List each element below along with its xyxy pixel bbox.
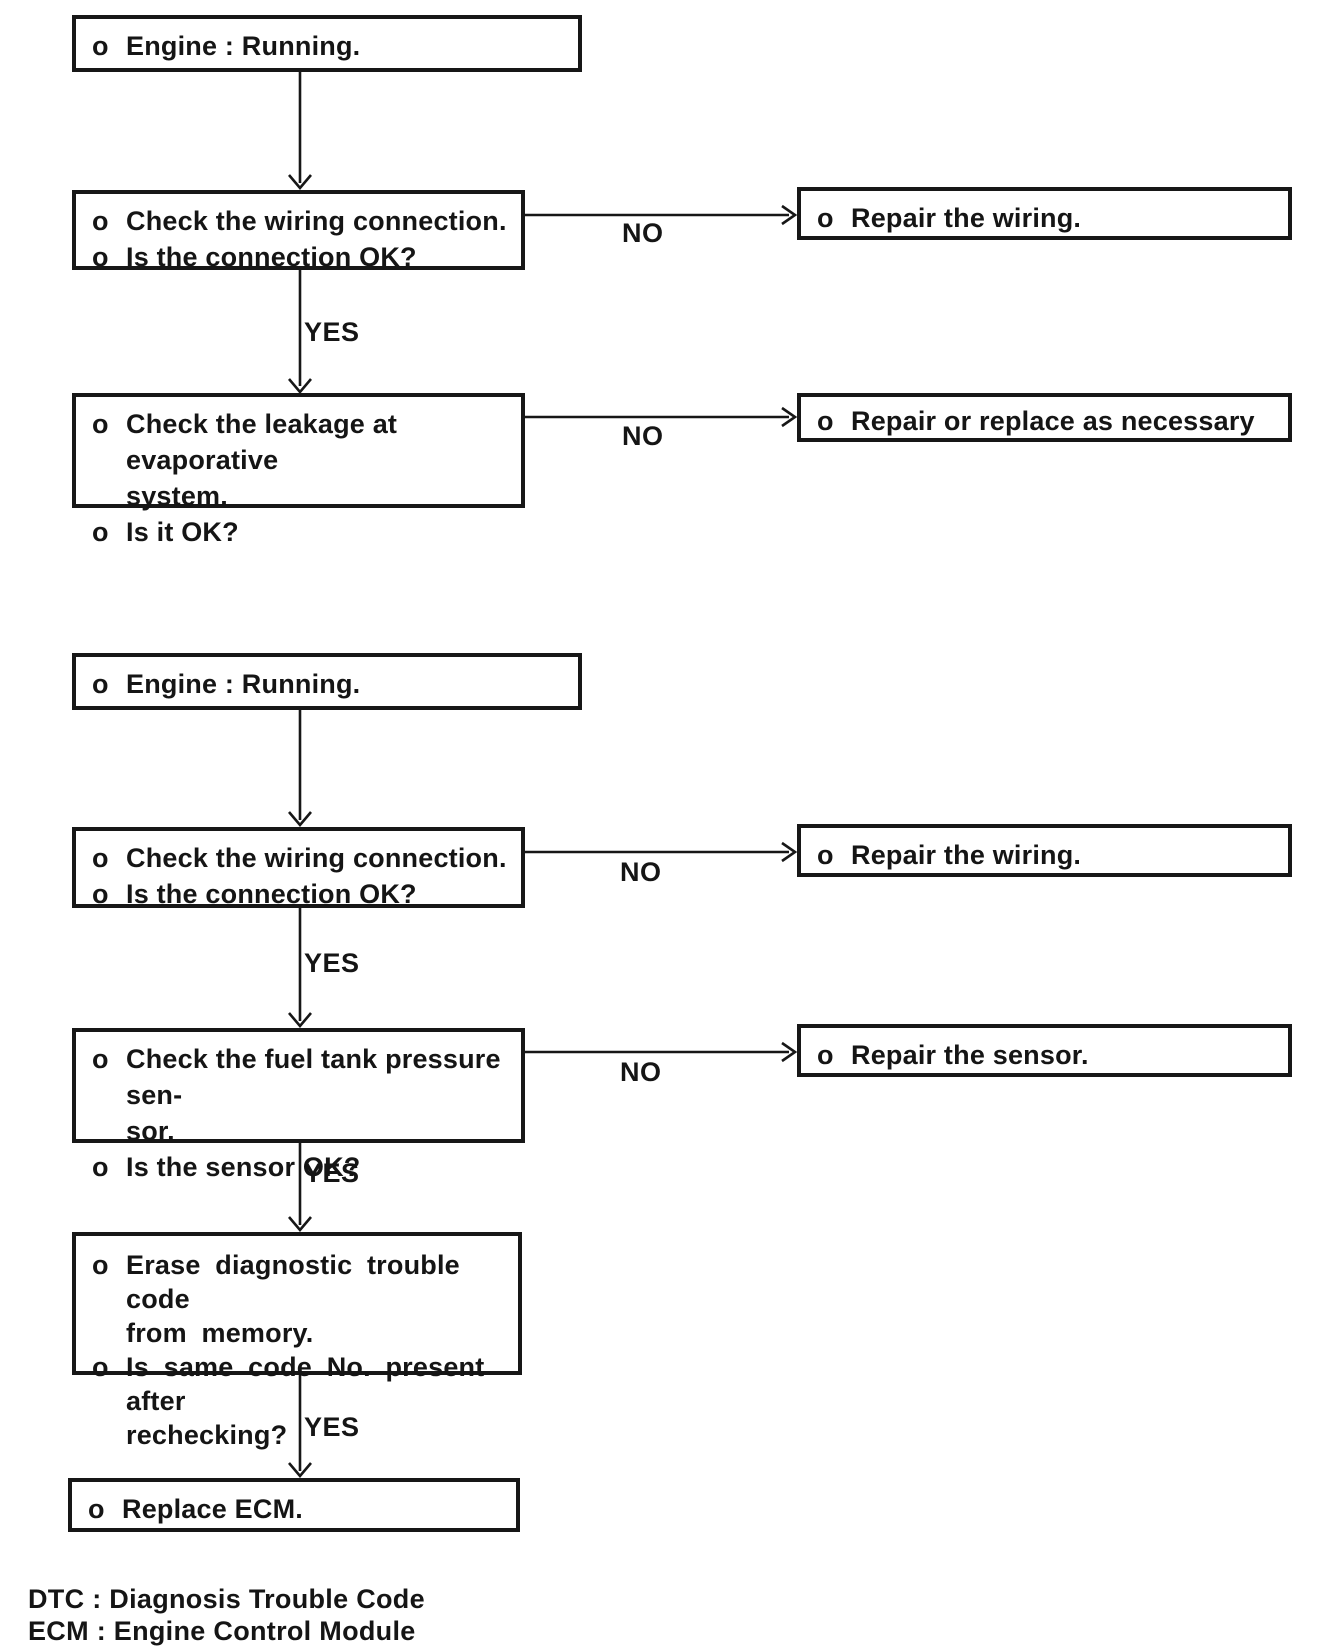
bullet: o	[92, 1352, 109, 1382]
bullet: o	[92, 1152, 109, 1182]
list-item: o Is the sensor OK?	[76, 1149, 513, 1185]
box-text: Repair the wiring.	[851, 203, 1082, 233]
connector-label-no: NO	[620, 857, 662, 887]
bullet: o	[817, 1040, 834, 1070]
list-item: o Repair the wiring.	[801, 837, 1280, 873]
box-text: Check the fuel tank pressure sen- sor.	[126, 1044, 501, 1146]
arrowhead-down-icon	[288, 1216, 312, 1233]
box-text: Engine : Running.	[126, 669, 361, 699]
list-item: o Check the leakage at evaporative syste…	[76, 406, 513, 514]
bullet: o	[817, 406, 834, 436]
connector-label-no: NO	[622, 421, 664, 451]
arrowhead-down-icon	[288, 174, 312, 191]
legend-dtc: DTC : Diagnosis Trouble Code	[28, 1584, 425, 1614]
box-text: Repair the sensor.	[851, 1040, 1089, 1070]
list-item: o Check the fuel tank pressure sen- sor.	[76, 1041, 513, 1149]
box-text: Check the wiring connection.	[126, 206, 507, 236]
f2-erase-dtc-box: o Erase diagnostic trouble code from mem…	[72, 1232, 522, 1450]
f2-repair-sensor-box: o Repair the sensor.	[797, 1024, 1292, 1077]
arrowhead-down-icon	[288, 1462, 312, 1479]
arrowhead-down-icon	[288, 1012, 312, 1029]
bullet: o	[92, 669, 109, 699]
bullet: o	[92, 879, 109, 909]
box-text: Replace ECM.	[122, 1494, 303, 1524]
list-item: o Erase diagnostic trouble code from mem…	[76, 1248, 510, 1350]
list-item: o Is the connection OK?	[76, 239, 513, 275]
list-item: o Engine : Running.	[76, 666, 570, 702]
f1-start-box: o Engine : Running.	[72, 15, 582, 72]
box-text: Repair or replace as necessary	[851, 406, 1255, 436]
f1-repair-wiring-box: o Repair the wiring.	[797, 187, 1292, 240]
f2-replace-ecm-box: o Replace ECM.	[68, 1478, 520, 1532]
arrowhead-right-icon	[781, 406, 798, 428]
list-item: o Check the wiring connection.	[76, 840, 513, 876]
list-item: o Repair or replace as necessary	[801, 403, 1280, 439]
connector-label-no: NO	[622, 218, 664, 248]
arrowhead-down-icon	[288, 378, 312, 395]
box-text: Is the sensor OK?	[126, 1152, 361, 1182]
arrowhead-right-icon	[781, 841, 798, 863]
connector-label-yes: YES	[304, 317, 360, 347]
f2-check-sensor-box: o Check the fuel tank pressure sen- sor.…	[72, 1028, 525, 1182]
bullet: o	[92, 206, 109, 236]
f1-check-leakage-box: o Check the leakage at evaporative syste…	[72, 393, 525, 547]
list-item: o Repair the wiring.	[801, 200, 1280, 236]
bullet: o	[88, 1494, 105, 1524]
f2-check-wiring-box: o Check the wiring connection. o Is the …	[72, 827, 525, 909]
legend-ecm: ECM : Engine Control Module	[28, 1616, 416, 1646]
list-item: o Is it OK?	[76, 514, 513, 550]
box-text: Check the wiring connection.	[126, 843, 507, 873]
bullet: o	[92, 517, 109, 547]
list-item: o Is the connection OK?	[76, 876, 513, 912]
arrowhead-down-icon	[288, 811, 312, 828]
box-text: Repair the wiring.	[851, 840, 1082, 870]
box-text: Is the connection OK?	[126, 242, 417, 272]
bullet: o	[92, 31, 109, 61]
bullet: o	[817, 840, 834, 870]
box-text: Is the connection OK?	[126, 879, 417, 909]
box-text: Erase diagnostic trouble code from memor…	[126, 1250, 460, 1348]
f1-repair-replace-box: o Repair or replace as necessary	[797, 393, 1292, 442]
list-item: o Replace ECM.	[72, 1491, 508, 1527]
f2-repair-wiring-box: o Repair the wiring.	[797, 824, 1292, 877]
bullet: o	[92, 843, 109, 873]
connector-label-no: NO	[620, 1057, 662, 1087]
f1-check-wiring-box: o Check the wiring connection. o Is the …	[72, 190, 525, 272]
list-item: o Is same code No. present after recheck…	[76, 1350, 510, 1452]
bullet: o	[92, 1250, 109, 1280]
bullet: o	[817, 203, 834, 233]
bullet: o	[92, 242, 109, 272]
list-item: o Repair the sensor.	[801, 1037, 1280, 1073]
list-item: o Engine : Running.	[76, 28, 570, 64]
box-text: Is same code No. present after recheckin…	[126, 1352, 485, 1450]
arrowhead-right-icon	[781, 204, 798, 226]
f2-start-box: o Engine : Running.	[72, 653, 582, 710]
box-text: Is it OK?	[126, 517, 239, 547]
box-text: Engine : Running.	[126, 31, 361, 61]
connector-label-yes: YES	[304, 1158, 360, 1188]
list-item: o Check the wiring connection.	[76, 203, 513, 239]
arrowhead-right-icon	[781, 1041, 798, 1063]
connector-label-yes: YES	[304, 1412, 360, 1442]
bullet: o	[92, 409, 109, 439]
bullet: o	[92, 1044, 109, 1074]
connector-label-yes: YES	[304, 948, 360, 978]
box-text: Check the leakage at evaporative system.	[126, 409, 398, 511]
